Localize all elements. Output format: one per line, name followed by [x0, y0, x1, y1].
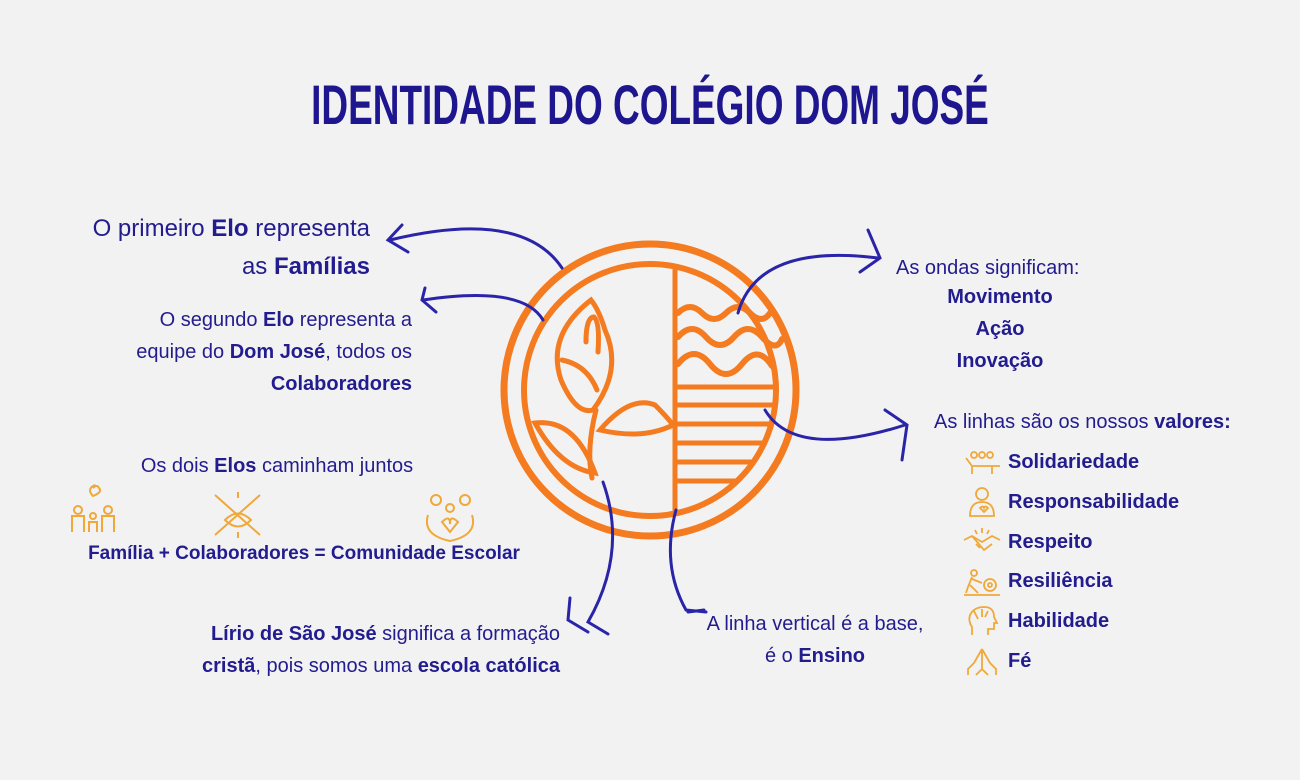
text-bold: Ensino: [798, 645, 866, 667]
text-bold: Elo: [211, 215, 249, 242]
arrow-to-lirio: [585, 480, 615, 636]
community-equation: Família + Colaboradores = Comunidade Esc…: [88, 543, 520, 564]
logo-outer-ring: [500, 240, 800, 540]
arrow-to-vertical: [668, 508, 708, 614]
text: As linhas são os nossos: [934, 411, 1155, 433]
waves-list: Movimento Ação Inovação: [900, 281, 1100, 377]
value-label: Habilidade: [1008, 609, 1110, 632]
arrow-to-waves: [736, 253, 880, 315]
text-bold: Dom José: [229, 341, 326, 363]
text: A linha vertical é a base,: [706, 613, 924, 635]
vertical-line-text: A linha vertical é a base, é o Ensino: [690, 608, 940, 672]
arrow-to-families: [388, 227, 564, 270]
value-item: Solidariedade: [962, 442, 1139, 482]
value-label: Solidariedade: [1008, 450, 1140, 473]
arrow-to-collaborators: [421, 294, 545, 322]
values-heading: As linhas são os nossos valores:: [934, 406, 1231, 438]
value-item: Respeito: [962, 522, 1092, 562]
praying-hands-icon: [967, 648, 997, 676]
wave-meaning: Inovação: [956, 350, 1044, 372]
text-bold: valores:: [1154, 411, 1231, 433]
text: significa a formação: [376, 623, 560, 645]
logo-inner-ring: [521, 261, 779, 519]
person-pushing-gear-icon: [964, 569, 1000, 596]
second-elo-text: O segundo Elo representa a equipe do Dom…: [60, 304, 412, 400]
handshake-icon: [963, 528, 1001, 552]
text-bold: Lírio de São José: [210, 623, 377, 645]
value-label: Respeito: [1008, 530, 1093, 553]
text-bold: Famílias: [273, 253, 370, 280]
text: Os dois: [140, 455, 215, 477]
text: O segundo: [159, 309, 264, 331]
value-item: Resiliência: [962, 561, 1113, 601]
wave-meaning: Ação: [975, 318, 1025, 340]
text: equipe do: [136, 341, 230, 363]
value-item: Habilidade: [962, 601, 1109, 641]
text: caminham juntos: [256, 455, 414, 477]
logo-waves: [675, 304, 785, 377]
first-elo-text: O primeiro Elo representa as Famílias: [40, 210, 370, 286]
school-logo: [500, 240, 800, 540]
value-label: Fé: [1008, 649, 1032, 672]
wave-meaning: Movimento: [947, 286, 1053, 308]
logo-lily: [531, 296, 677, 481]
text: , todos os: [325, 341, 412, 363]
waves-heading: As ondas significam:: [896, 257, 1080, 279]
head-tools-icon: [968, 606, 999, 635]
text-bold: Elo: [263, 309, 295, 331]
arrow-to-values: [763, 408, 907, 441]
people-group-icon: [965, 451, 1000, 474]
value-item: Fé: [962, 641, 1031, 681]
text: O primeiro: [92, 215, 212, 242]
text-bold: Colaboradores: [270, 373, 412, 395]
text-bold: escola católica: [417, 655, 560, 677]
value-item: Responsabilidade: [962, 482, 1179, 522]
text: representa a: [294, 309, 412, 331]
text: representa: [248, 215, 370, 242]
page-title: IDENTIDADE DO COLÉGIO DOM JOSÉ: [311, 73, 989, 136]
value-label: Responsabilidade: [1008, 490, 1180, 513]
text: , pois somos uma: [255, 655, 418, 677]
text: é o: [764, 645, 799, 667]
logo-lines: [675, 384, 776, 484]
together-text: Os dois Elos caminham juntos: [77, 450, 477, 482]
lirio-text: Lírio de São José significa a formação c…: [100, 618, 560, 682]
text: as: [241, 253, 274, 280]
text-bold: cristã: [202, 655, 256, 677]
person-heart-icon: [969, 487, 995, 517]
value-label: Resiliência: [1008, 569, 1113, 592]
text-bold: Elos: [214, 455, 257, 477]
arrows: [385, 223, 909, 636]
